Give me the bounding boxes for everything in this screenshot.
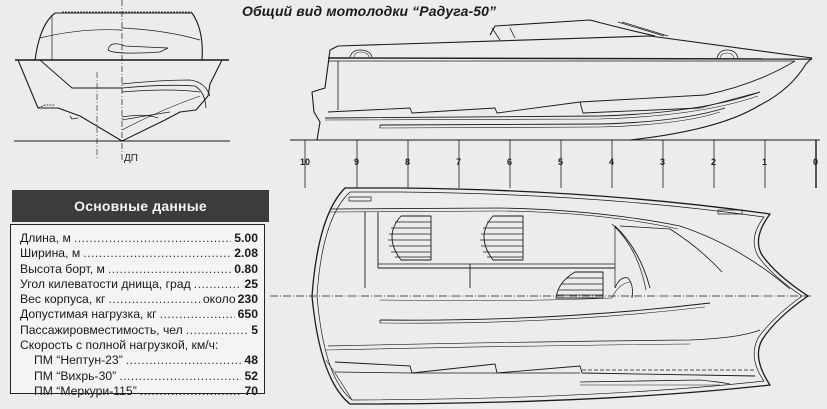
spec-value: 52 (244, 368, 258, 383)
seat-rear (388, 215, 432, 261)
station-ticks (304, 140, 817, 188)
leader-dots (140, 384, 242, 399)
front-view-windshield (34, 12, 203, 61)
steering-wheel (614, 277, 633, 299)
side-view-windshield (489, 19, 656, 37)
front-view (14, 0, 230, 160)
spec-value: 0.80 (234, 261, 258, 276)
spec-label: ПМ “Меркури-115” (34, 383, 137, 398)
spec-value-number: 230 (237, 292, 258, 307)
leader-dots (83, 246, 231, 261)
leader-dots (126, 353, 242, 368)
station-label: 3 (660, 157, 666, 167)
spec-label: Вес корпуса, кг (20, 292, 106, 307)
side-view (290, 19, 820, 141)
spec-value: 650 (237, 307, 258, 322)
leader-dots (194, 277, 242, 292)
plan-view (270, 187, 812, 405)
spec-value-prefix: около (202, 292, 236, 307)
side-view-stem (320, 57, 813, 141)
station-label: 4 (609, 157, 615, 167)
spec-value: 70 (244, 383, 258, 398)
spec-value: 5 (251, 322, 258, 337)
spec-row-passengers: Пассажировместимость, чел 5 (20, 323, 258, 338)
spec-label: ПМ “Нептун-23” (34, 353, 123, 368)
seat-middle (480, 215, 524, 261)
station-label: 2 (711, 157, 717, 167)
spec-row-deadrise: Угол килеватости днища, град 25 (20, 277, 258, 292)
front-view-hull (17, 59, 223, 142)
spec-value: 25 (244, 276, 258, 291)
spec-row-payload: Допустимая нагрузка, кг 650 (20, 307, 258, 322)
spec-row-length: Длина, м 5.00 (20, 231, 258, 246)
station-label: 10 (300, 157, 311, 167)
spec-label: ПМ “Вихрь-30” (34, 368, 117, 383)
station-label: 6 (507, 157, 513, 167)
spec-label: Пассажировместимость, чел (20, 322, 183, 337)
spec-speed-heading: Скорость с полной нагрузкой, км/ч: (20, 338, 258, 353)
leader-dots (119, 369, 241, 384)
spec-row-speed-vikhr: ПМ “Вихрь-30” 52 (20, 369, 258, 384)
spec-value: 48 (244, 353, 258, 368)
specs-table: Длина, м 5.00 Ширина, м 2.08 Высота борт… (10, 224, 265, 398)
leader-dots (108, 292, 199, 307)
leader-dots (108, 262, 231, 277)
side-view-deck (337, 35, 813, 59)
station-label: 0 (813, 157, 819, 167)
centerline-label: ДП (124, 153, 138, 164)
specs-header: Основные данные (12, 190, 269, 222)
leader-dots (160, 307, 235, 322)
spec-value: 2.08 (234, 246, 258, 261)
station-label: 1 (762, 157, 768, 167)
leader-dots (186, 323, 248, 338)
spec-row-width: Ширина, м 2.08 (20, 246, 258, 261)
spec-label: Допустимая нагрузка, кг (20, 307, 157, 322)
station-label: 7 (456, 157, 462, 167)
spec-label: Высота борт, м (20, 261, 105, 276)
spec-label: Угол килеватости днища, град (20, 276, 191, 291)
plan-view-outline (311, 187, 809, 405)
spec-value: 5.00 (234, 231, 258, 245)
spec-label: Скорость с полной нагрузкой, км/ч: (20, 338, 219, 353)
drawing-title: Общий вид мотолодки “Радуга-50” (242, 3, 497, 19)
spec-row-speed-mercury: ПМ “Меркури-115” 70 (20, 384, 258, 399)
station-label: 8 (405, 157, 411, 167)
spec-label: Ширина, м (20, 246, 81, 261)
spec-row-speed-neptun: ПМ “Нептун-23” 48 (20, 353, 258, 368)
side-view-sheer (327, 57, 813, 60)
side-view-transom (311, 49, 331, 141)
spec-row-height: Высота борт, м 0.80 (20, 262, 258, 277)
seat-helm (555, 271, 604, 299)
station-label: 5 (558, 157, 564, 167)
station-label: 9 (354, 157, 360, 167)
spec-label: Длина, м (20, 231, 71, 245)
leader-dots (74, 231, 231, 246)
